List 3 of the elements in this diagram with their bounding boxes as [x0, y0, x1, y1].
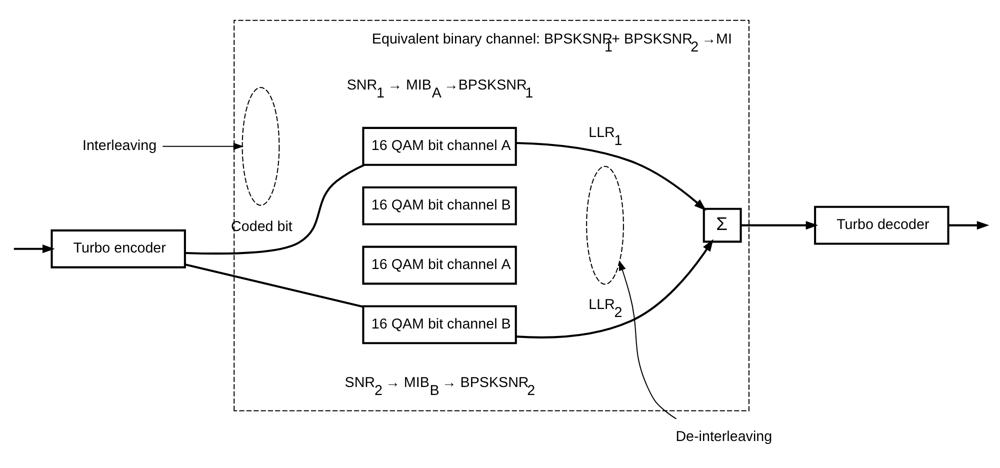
node-text: Interleaving [82, 138, 157, 154]
node-text: De-interleaving [676, 429, 772, 446]
edge-label: Coded bit [231, 219, 292, 236]
